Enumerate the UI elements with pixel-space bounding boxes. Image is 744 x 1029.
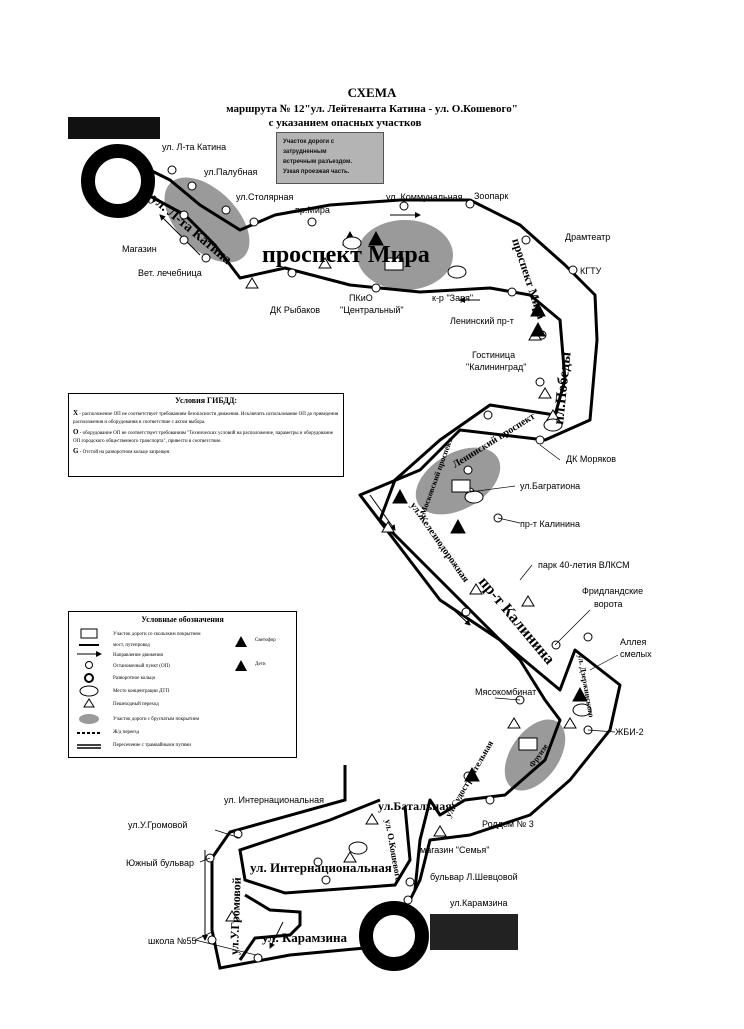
gibdd-item: Х - расположение ОП не соответствует тре… (73, 409, 339, 425)
label-dk-rybakov: ДК Рыбаков (270, 305, 320, 315)
title-line-1: СХЕМА (348, 85, 397, 100)
label-frid-1: Фридландские (582, 586, 643, 596)
label-leninsky: Ленинский пр-т (450, 316, 514, 326)
label-karamzina: ул.Карамзина (450, 898, 508, 908)
route-line-outer (139, 163, 622, 901)
label-kgtu: КГТУ (580, 266, 602, 276)
slippery-zone-mira (357, 220, 453, 290)
legend-item: Место концентрации ДТП (113, 689, 170, 694)
label-zarya: к-р "Заря" (432, 293, 473, 303)
label-dramteatr: Драмтеатр (565, 232, 610, 242)
label-gostinica-2: "Калининград" (466, 362, 526, 372)
note-line-1: Участок дороги с (283, 139, 335, 145)
street-prospekt-mira-vertical: проспект Мира (509, 237, 548, 321)
slippery-zone-dzerzhinsky (504, 719, 566, 791)
label-zoopark: Зоопарк (474, 191, 508, 201)
street-prospekt-mira: проспект Мира (262, 242, 430, 268)
label-magazin: Магазин (122, 244, 157, 254)
legend-item: мост, путепровод (113, 643, 150, 648)
direction-arrows (159, 212, 480, 949)
label-palubnaya: ул.Палубная (204, 167, 258, 177)
label-stolyarnaya: ул.Столярная (236, 192, 293, 202)
dtp-markers (342, 236, 592, 855)
label-shkola: школа №55 (148, 936, 197, 946)
legend-symbols (77, 628, 247, 749)
legend-item: Пересечение с трамвайными путями (113, 743, 191, 748)
legend-item: Участок дороги с брусчатым покрытием (113, 717, 200, 722)
gibdd-title: Условия ГИБДД: (174, 396, 238, 405)
legend-title: Условные обозначения (141, 615, 224, 624)
note-line-4: Узкая проезжая часть. (283, 169, 350, 175)
title-line-3: с указанием опасных участков (269, 117, 422, 129)
legend-svetofor: Светофор (255, 638, 276, 643)
label-centralny: "Центральный" (340, 305, 404, 315)
legend-item: Пешеходный переход (113, 702, 159, 707)
street-karamzina: ул. Карамзина (262, 930, 348, 945)
label-kommunalnaya: ул. Коммунальная (386, 192, 463, 202)
legend-item: Участок дороги со скользким покрытием (113, 632, 201, 637)
label-park: парк 40-летия ВЛКСМ (538, 560, 630, 570)
label-pr-kalinina: пр-т Калинина (520, 519, 580, 529)
label-yuzhny: Южный бульвар (126, 858, 194, 868)
label-gostinica-1: Гостиница (472, 350, 515, 360)
label-zhbi: ЖБИ-2 (615, 727, 644, 737)
legend-item: Разворотное кольцо (113, 676, 156, 681)
label-alleya-2: смелых (620, 649, 652, 659)
gibdd-conditions: Условия ГИБДД: Х - расположение ОП не со… (68, 393, 344, 477)
stamp-bottom-right (430, 914, 518, 950)
legend-item: Направление движения (113, 653, 163, 658)
legend: Условные обозначения Участок дороги со с… (68, 611, 297, 758)
legend-item: Ж/д переезд (113, 730, 139, 735)
legend-item: Остановочный пункт (ОП) (113, 664, 170, 669)
stamp-top-left (68, 117, 160, 139)
label-semya: магазин "Семья" (420, 845, 489, 855)
leader-lines (194, 444, 619, 956)
cobblestone-zone-katina (164, 177, 250, 263)
gibdd-item: О - оборудование ОП не соответствует тре… (73, 428, 334, 444)
note-line-2: затрудненным (283, 149, 327, 155)
turning-ring-bottom (359, 901, 429, 971)
note-line-3: встречным разъездом. (283, 159, 353, 165)
street-internacionalnaya: ул. Интернациональная (250, 860, 392, 875)
label-alleya-1: Аллея (620, 637, 647, 647)
street-pl-pobedy: пл.Победы (551, 351, 575, 426)
label-intern-top: ул. Интернациональная (224, 795, 324, 805)
place-labels: ул. Л-та Катина ул.Палубная ул.Столярная… (122, 142, 652, 946)
legend-deti: Дети (255, 662, 266, 667)
label-pr-mira: пр.Мира (295, 205, 330, 215)
street-batalnaya: ул.Батальная (378, 799, 452, 813)
narrow-road-note: Участок дороги с затрудненным встречным … (276, 132, 384, 184)
label-u-gromovoy: ул.У.Громовой (128, 820, 187, 830)
label-pkio: ПКиО (349, 293, 373, 303)
label-l-katina: ул. Л-та Катина (162, 142, 226, 152)
street-u-gromovoy: ул.У.Громовой (227, 877, 244, 955)
label-vet: Вет. лечебница (138, 268, 202, 278)
label-shevcovoy: бульвар Л.Шевцовой (430, 872, 518, 882)
route-line-bottom (210, 765, 412, 970)
label-dk-moryakov: ДК Моряков (566, 454, 616, 464)
label-roddom: Роддом № 3 (482, 819, 534, 829)
bus-stops (167, 165, 593, 963)
label-myaso: Мясокомбинат (475, 687, 536, 697)
label-frid-2: ворота (594, 599, 623, 609)
turning-ring-top (81, 144, 155, 218)
slippery-road-icons (384, 257, 538, 751)
title-line-2: маршрута № 12"ул. Лейтенанта Катина - ул… (226, 103, 518, 115)
label-bagrationa: ул.Багратиона (520, 481, 580, 491)
street-sudostroitelnaya: ул.Судостроительная (443, 739, 495, 819)
gibdd-item: G - Отстой на разворотном кольце запреще… (73, 447, 171, 455)
